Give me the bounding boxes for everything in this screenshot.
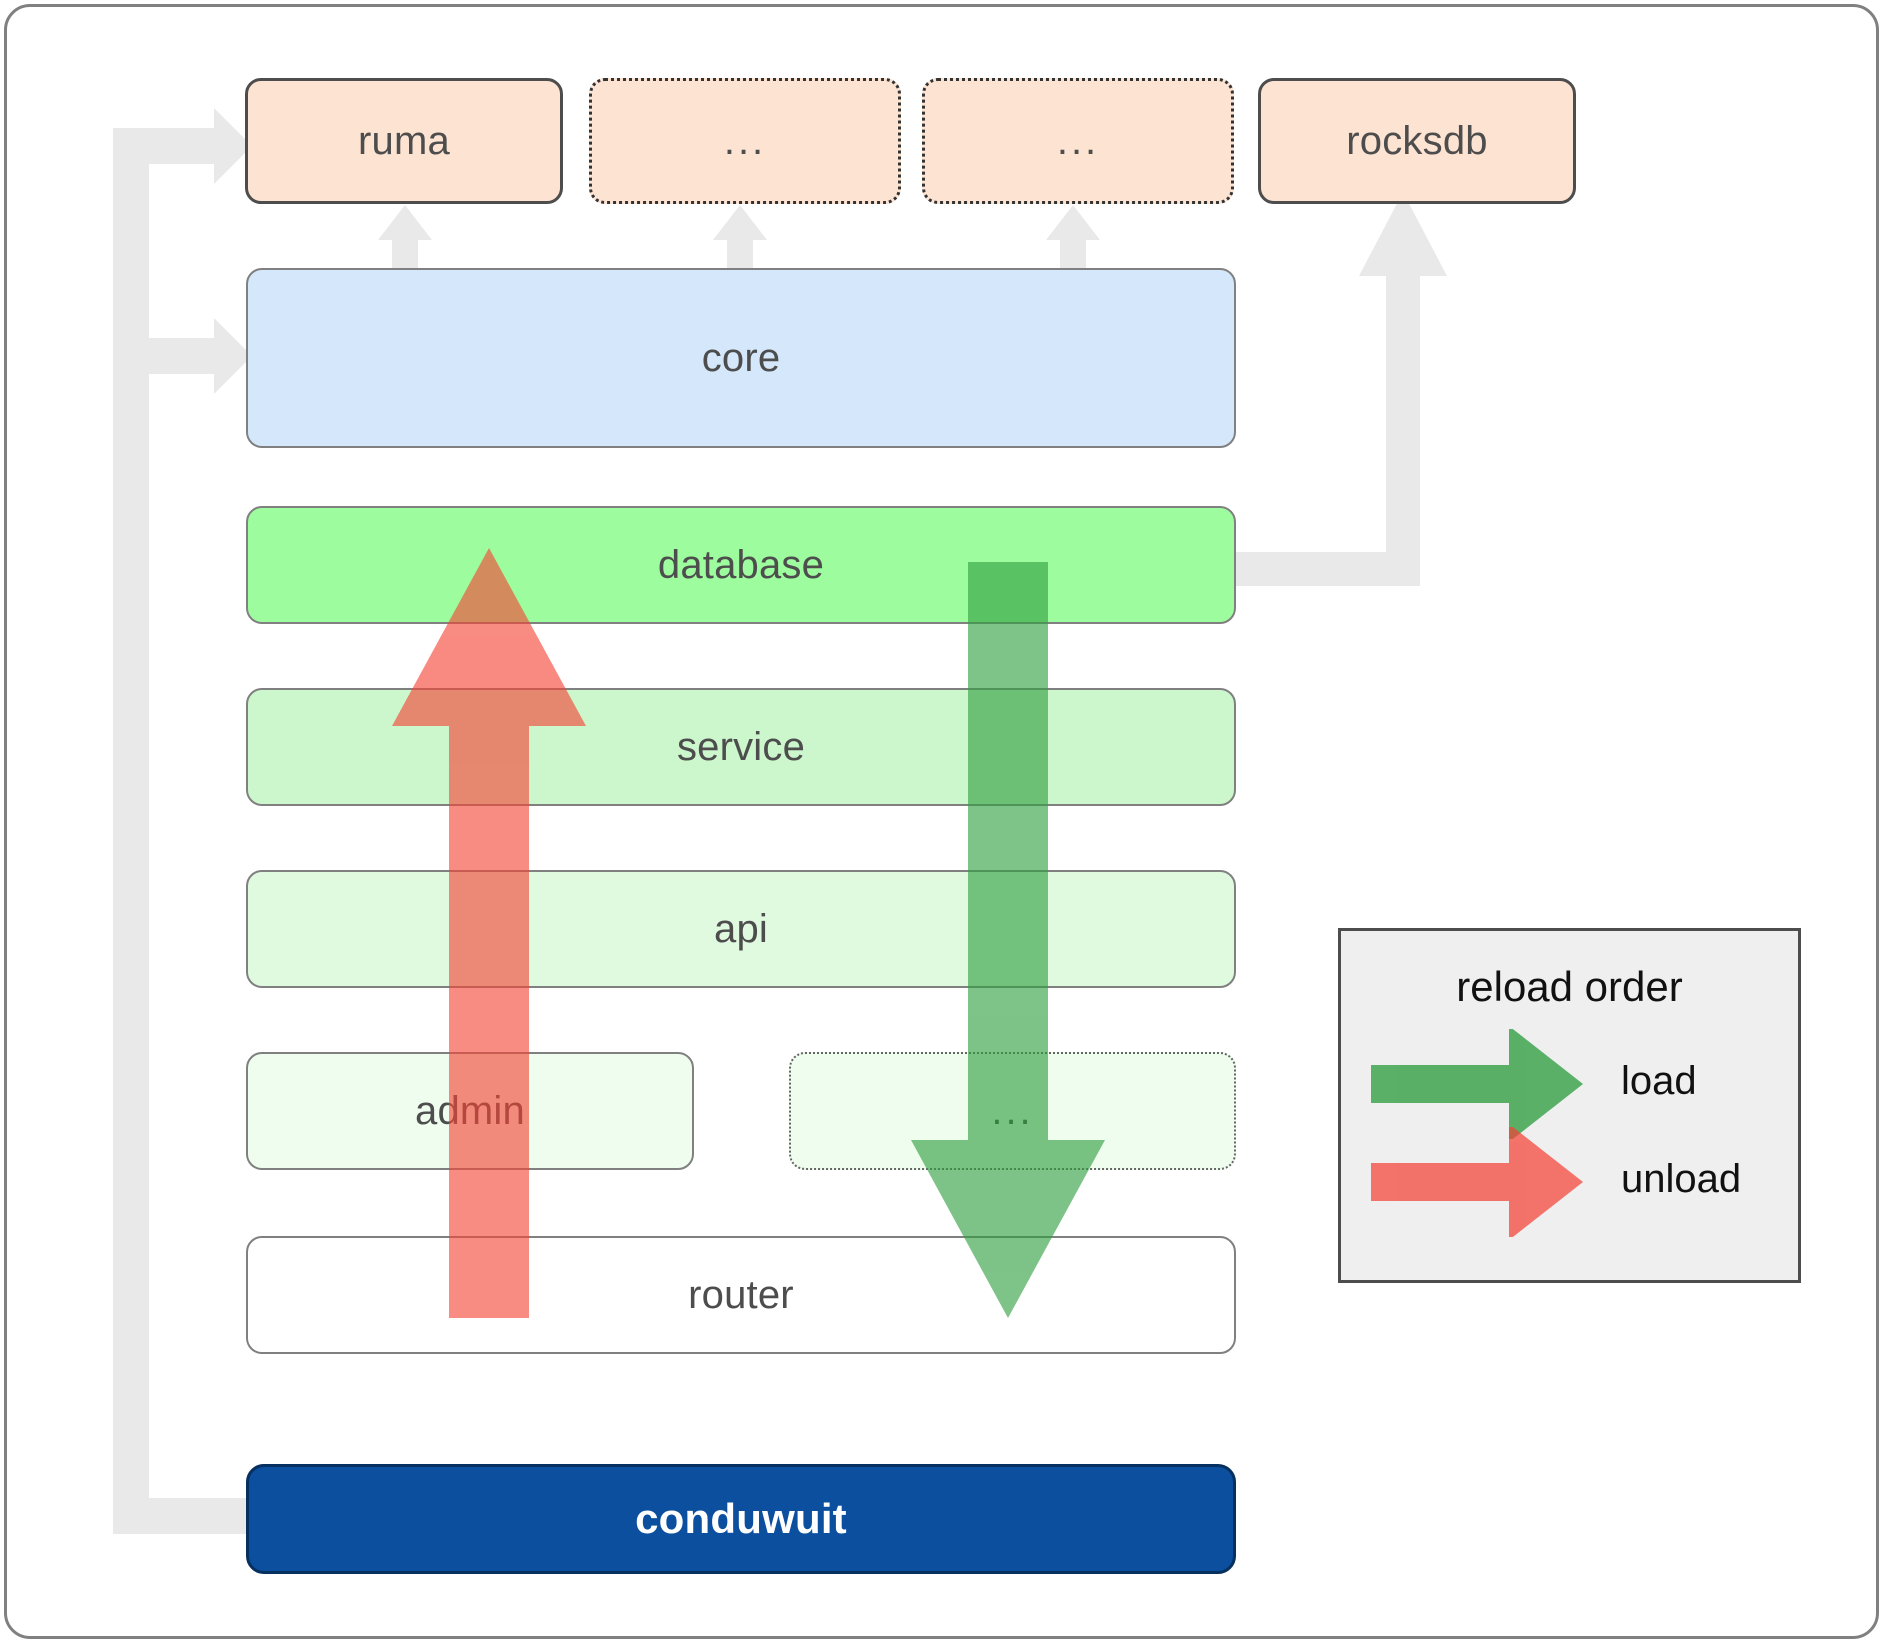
root-box-conduwuit[interactable]: conduwuit	[246, 1464, 1236, 1574]
diagram-frame	[4, 4, 1879, 1639]
dependency-label-placeholder-2: ...	[1056, 119, 1100, 163]
layer-box-extra[interactable]: ...	[789, 1052, 1236, 1170]
layer-box-api[interactable]: api	[246, 870, 1236, 988]
legend-title: reload order	[1456, 963, 1683, 1010]
legend-row-unload: unload	[1341, 1127, 1798, 1237]
dependency-label-rocksdb: rocksdb	[1346, 118, 1488, 163]
layer-box-router[interactable]: router	[246, 1236, 1236, 1354]
dependency-box-placeholder-2[interactable]: ...	[922, 78, 1234, 204]
legend-panel: reload order load unload	[1338, 928, 1801, 1283]
unload-arrow-icon	[1371, 1127, 1583, 1237]
layer-box-database[interactable]: database	[246, 506, 1236, 624]
dependency-box-placeholder-1[interactable]: ...	[589, 78, 901, 204]
layer-label-router: router	[688, 1272, 794, 1317]
layer-label-extra: ...	[991, 1089, 1034, 1133]
layer-label-database: database	[657, 542, 825, 587]
layer-box-core[interactable]: core	[246, 268, 1236, 448]
legend-row-load: load	[1341, 1029, 1798, 1139]
dependency-label-ruma: ruma	[358, 118, 450, 163]
root-label-conduwuit: conduwuit	[635, 1495, 847, 1542]
layer-box-admin[interactable]: admin	[246, 1052, 694, 1170]
dependency-box-rocksdb[interactable]: rocksdb	[1258, 78, 1576, 204]
layer-label-admin: admin	[415, 1088, 525, 1133]
load-arrow-icon	[1371, 1029, 1583, 1139]
layer-label-service: service	[676, 724, 806, 769]
layer-label-api: api	[714, 906, 768, 951]
legend-label-load: load	[1621, 1059, 1697, 1103]
dependency-label-placeholder-1: ...	[723, 119, 767, 163]
legend-label-unload: unload	[1621, 1157, 1742, 1201]
layer-box-service[interactable]: service	[246, 688, 1236, 806]
dependency-box-ruma[interactable]: ruma	[245, 78, 563, 204]
layer-label-core: core	[701, 335, 781, 380]
